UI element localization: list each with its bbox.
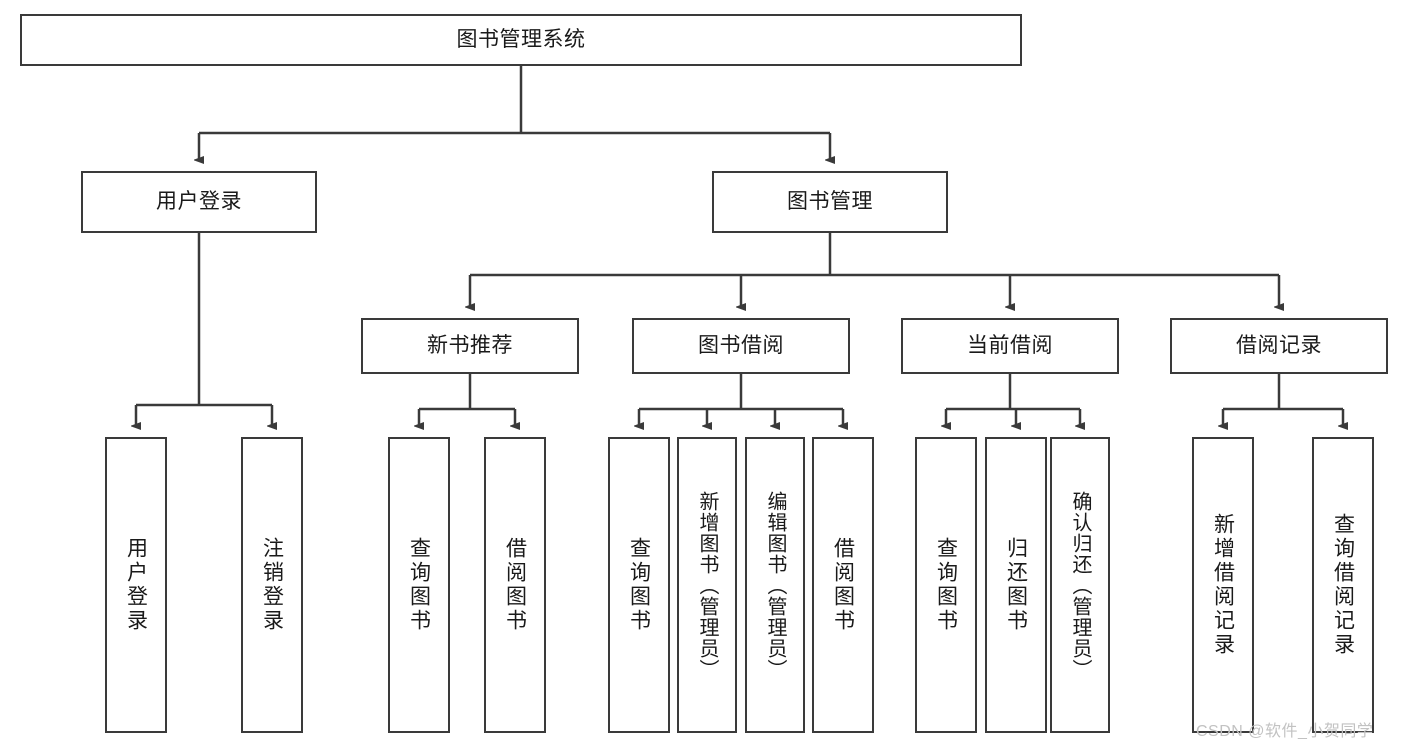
node-leaf-return-book[interactable]: 归还图书 — [985, 437, 1047, 733]
node-label: 图书管理系统 — [456, 28, 586, 52]
node-current-borrow[interactable]: 当前借阅 — [901, 318, 1119, 374]
node-leaf-add-record[interactable]: 新增借阅记录 — [1192, 437, 1254, 733]
node-label: 查询借阅记录 — [1331, 513, 1355, 657]
node-label: 查询图书 — [627, 537, 651, 633]
node-leaf-query-book-borrow[interactable]: 查询图书 — [608, 437, 670, 733]
node-label: 图书管理 — [787, 190, 873, 214]
node-leaf-edit-book[interactable]: 编辑图书（管理员） — [745, 437, 805, 733]
node-label: 用户登录 — [156, 190, 242, 214]
node-label: 图书借阅 — [698, 334, 784, 358]
node-new-book-rec[interactable]: 新书推荐 — [361, 318, 579, 374]
csdn-watermark: CSDN @软件_小贺同学 — [1196, 723, 1374, 740]
node-label: 确认归还（管理员） — [1069, 490, 1091, 680]
node-root[interactable]: 图书管理系统 — [20, 14, 1022, 66]
node-label: 编辑图书（管理员） — [764, 490, 786, 680]
node-leaf-query-book-rec[interactable]: 查询图书 — [388, 437, 450, 733]
node-user-login[interactable]: 用户登录 — [81, 171, 317, 233]
node-leaf-borrow-book[interactable]: 借阅图书 — [812, 437, 874, 733]
node-leaf-user-logout[interactable]: 注销登录 — [241, 437, 303, 733]
node-label: 借阅图书 — [831, 537, 855, 633]
node-leaf-borrow-book-rec[interactable]: 借阅图书 — [484, 437, 546, 733]
node-book-manage[interactable]: 图书管理 — [712, 171, 948, 233]
node-leaf-query-book-current[interactable]: 查询图书 — [915, 437, 977, 733]
node-leaf-user-login[interactable]: 用户登录 — [105, 437, 167, 733]
node-label: 注销登录 — [260, 537, 284, 633]
node-label: 借阅记录 — [1236, 334, 1322, 358]
node-borrow-record[interactable]: 借阅记录 — [1170, 318, 1388, 374]
node-label: 当前借阅 — [967, 334, 1053, 358]
node-label: 查询图书 — [934, 537, 958, 633]
node-leaf-add-book[interactable]: 新增图书（管理员） — [677, 437, 737, 733]
node-label: 新书推荐 — [427, 334, 513, 358]
node-book-borrow[interactable]: 图书借阅 — [632, 318, 850, 374]
node-label: 用户登录 — [124, 537, 148, 633]
node-label: 归还图书 — [1004, 537, 1028, 633]
node-label: 新增图书（管理员） — [696, 490, 718, 680]
node-label: 查询图书 — [407, 537, 431, 633]
node-label: 借阅图书 — [503, 537, 527, 633]
node-leaf-query-record[interactable]: 查询借阅记录 — [1312, 437, 1374, 733]
node-label: 新增借阅记录 — [1211, 513, 1235, 657]
node-leaf-confirm-return[interactable]: 确认归还（管理员） — [1050, 437, 1110, 733]
